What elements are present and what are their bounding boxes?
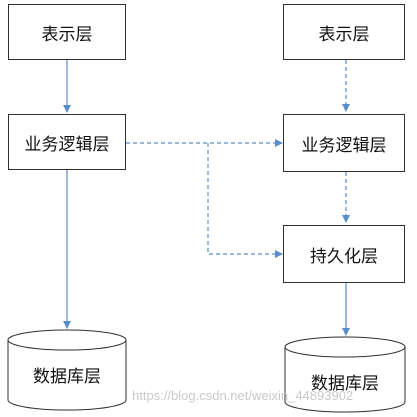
right-persistence-label: 持久化层 <box>310 246 378 267</box>
left-presentation-layer: 表示层 <box>8 4 126 60</box>
right-database-cylinder <box>284 336 406 413</box>
right-business-label: 业务逻辑层 <box>301 135 387 156</box>
left-business-label: 业务逻辑层 <box>24 134 110 155</box>
right-database-label: 数据库层 <box>311 374 379 394</box>
left-database-cylinder <box>7 329 127 411</box>
watermark-url: https://blog.csdn.net/weixin_44893902 <box>132 388 354 403</box>
right-persistence-layer: 持久化层 <box>283 225 405 283</box>
left-presentation-label: 表示层 <box>41 24 93 45</box>
right-presentation-label: 表示层 <box>318 24 370 45</box>
right-presentation-layer: 表示层 <box>283 4 405 60</box>
right-business-layer: 业务逻辑层 <box>283 114 405 172</box>
dashed-arrow-to-persistence <box>207 143 283 258</box>
left-database-label: 数据库层 <box>33 367 101 387</box>
left-business-layer: 业务逻辑层 <box>8 114 126 170</box>
